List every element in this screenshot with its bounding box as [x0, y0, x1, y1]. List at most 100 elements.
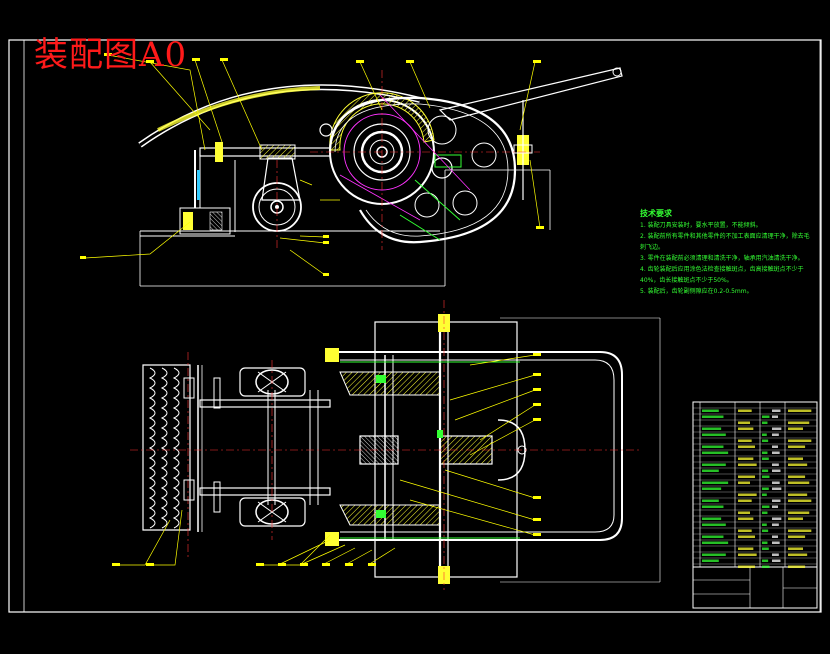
table-cell-mark — [738, 457, 754, 460]
table-cell-mark — [762, 529, 769, 532]
table-cell-mark — [772, 445, 778, 448]
technical-requirements-heading: 技术要求 — [640, 209, 672, 218]
table-cell-mark — [738, 517, 754, 520]
table-cell-mark — [702, 499, 719, 502]
table-cell-mark — [788, 517, 803, 520]
table-cell-mark — [762, 559, 769, 562]
table-cell-mark — [772, 559, 781, 562]
table-cell-mark — [738, 481, 750, 484]
table-cell-mark — [702, 463, 726, 466]
drawing-inner-border — [23, 39, 821, 613]
requirement-item: 1. 装配刀具安装时，要水平放置，不能倾斜。 — [640, 222, 762, 229]
table-cell-mark — [738, 499, 752, 502]
part-number-tags — [80, 53, 544, 566]
table-cell-mark — [738, 427, 754, 430]
table-cell-mark — [788, 481, 810, 484]
table-cell-mark — [702, 433, 726, 436]
table-cell-mark — [762, 523, 767, 526]
table-cell-mark — [762, 421, 768, 424]
table-cell-mark — [788, 409, 812, 412]
table-cell-mark — [738, 463, 757, 466]
table-cell-mark — [702, 481, 729, 484]
parts-list-table — [692, 401, 818, 609]
table-cell-mark — [772, 535, 778, 538]
table-cell-mark — [762, 469, 769, 472]
table-cell-mark — [788, 463, 808, 466]
table-cell-mark — [702, 553, 726, 556]
table-cell-mark — [738, 565, 755, 568]
table-cell-mark — [772, 409, 781, 412]
table-cell-mark — [738, 529, 752, 532]
table-cell-mark — [788, 535, 806, 538]
table-cell-mark — [702, 541, 729, 544]
table-cell-mark — [772, 427, 782, 430]
table-cell-mark — [702, 559, 719, 562]
table-cell-mark — [772, 469, 781, 472]
table-cell-mark — [702, 487, 722, 490]
table-cell-mark — [702, 523, 726, 526]
table-cell-mark — [772, 463, 779, 466]
table-cell-mark — [702, 445, 724, 448]
table-cell-mark — [772, 433, 779, 436]
front-view-leaders — [84, 54, 541, 276]
table-cell-mark — [772, 553, 779, 556]
table-cell-mark — [788, 457, 803, 460]
requirement-item: 5. 装配后，齿轮副侧隙应在0.2-0.5mm。 — [640, 288, 753, 295]
table-cell-mark — [738, 553, 757, 556]
table-cell-mark — [738, 493, 757, 496]
table-cell-mark — [772, 517, 782, 520]
table-cell-mark — [772, 415, 778, 418]
table-cell-mark — [738, 535, 755, 538]
table-cell-mark — [762, 511, 768, 514]
table-cell-mark — [738, 475, 755, 478]
table-cell-mark — [788, 427, 803, 430]
table-cell-mark — [738, 409, 752, 412]
table-cell-mark — [788, 565, 806, 568]
table-cell-mark — [738, 511, 750, 514]
table-cell-mark — [762, 475, 770, 478]
table-cell-mark — [738, 421, 750, 424]
parts-list-rows — [693, 407, 817, 568]
requirement-item: 3. 零件在装配前必须清理和清洗干净，轴承用汽油清洗干净。 — [640, 255, 804, 262]
table-cell-mark — [762, 439, 769, 442]
table-cell-mark — [702, 451, 729, 454]
table-cell-mark — [788, 475, 806, 478]
drawing-title: 装配图A0 — [34, 35, 188, 75]
requirement-item: 4. 齿轮装配后应用涂色法检查接触斑点，齿高接触斑点不少于40%，齿长接触斑点不… — [640, 266, 804, 284]
table-cell-mark — [702, 427, 722, 430]
table-cell-mark — [702, 469, 719, 472]
table-cell-mark — [702, 535, 724, 538]
table-cell-mark — [788, 499, 812, 502]
table-cell-mark — [738, 547, 754, 550]
drawing-frame — [8, 39, 822, 613]
table-cell-mark — [762, 493, 767, 496]
plan-view — [130, 300, 661, 590]
table-cell-mark — [788, 421, 810, 424]
table-cell-mark — [702, 505, 724, 508]
table-cell-mark — [788, 511, 810, 514]
table-cell-mark — [762, 451, 768, 454]
front-view — [138, 67, 623, 287]
table-cell-mark — [772, 523, 779, 526]
table-cell-mark — [772, 487, 782, 490]
table-cell-mark — [772, 481, 780, 484]
table-cell-mark — [788, 445, 806, 448]
table-cell-mark — [772, 451, 780, 454]
table-cell-mark — [762, 547, 769, 550]
table-cell-mark — [762, 487, 769, 490]
table-cell-mark — [762, 541, 768, 544]
requirement-item: 2. 装配前所有零件和其他零件的不加工表面应清理干净，除去毛刺飞边。 — [640, 233, 810, 251]
table-cell-mark — [762, 433, 767, 436]
table-cell-mark — [772, 499, 781, 502]
table-cell-mark — [788, 529, 812, 532]
table-cell-mark — [772, 541, 780, 544]
table-cell-mark — [788, 439, 812, 442]
table-cell-mark — [702, 415, 724, 418]
table-cell-mark — [738, 439, 752, 442]
table-cell-mark — [738, 445, 755, 448]
table-cell-mark — [702, 517, 722, 520]
table-cell-mark — [772, 505, 778, 508]
table-cell-mark — [788, 547, 803, 550]
table-cell-mark — [762, 505, 770, 508]
